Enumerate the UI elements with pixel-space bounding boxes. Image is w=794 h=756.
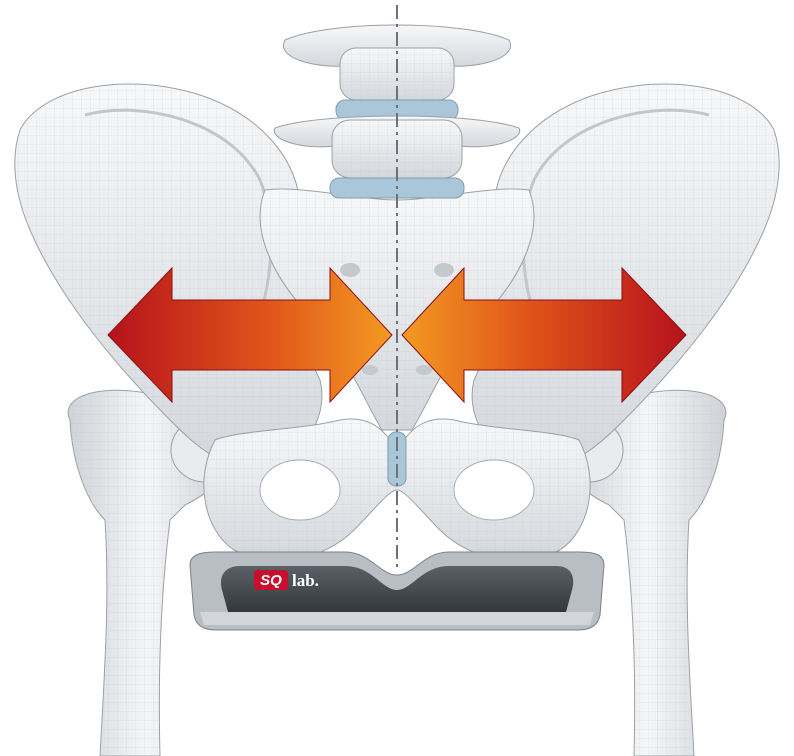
logo-sq-text: SQ xyxy=(260,572,282,589)
left-obturator-foramen xyxy=(260,460,340,520)
right-obturator-foramen xyxy=(454,460,534,520)
sqlab-logo: SQ lab. xyxy=(254,570,319,590)
saddle-insert: SQ lab. xyxy=(190,552,604,630)
logo-lab-text: lab. xyxy=(292,571,319,590)
